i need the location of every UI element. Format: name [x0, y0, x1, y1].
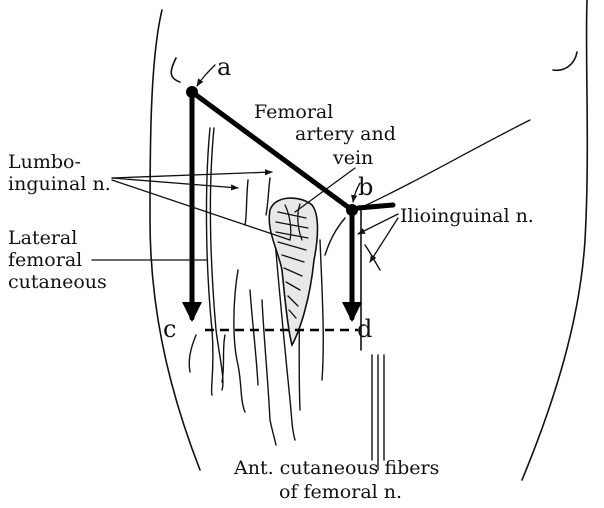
lateral-label-line1: Lateral: [8, 227, 77, 249]
ilioinguinal-label: Ilioinguinal n.: [400, 205, 534, 227]
body-outline: [150, 0, 587, 480]
ant-label-line2: of femoral n.: [279, 481, 402, 503]
point-b-dot: [346, 204, 358, 216]
lumbo-label-line1: Lumbo-: [8, 151, 81, 173]
lateral-label-line2: femoral: [8, 249, 82, 271]
point-a-label: a: [217, 53, 231, 81]
pointer-a: [197, 65, 215, 86]
ant-label-line1: Ant. cutaneous fibers: [233, 457, 439, 479]
femoral-vessel: [269, 198, 317, 345]
femoral-label-line1: Femoral: [254, 101, 333, 123]
lumbo-pointers: [112, 172, 290, 240]
ilioinguinal-bar: [358, 205, 393, 208]
point-a-dot: [186, 86, 198, 98]
ilioinguinal-pointers: [358, 214, 398, 262]
point-b-label: b: [358, 173, 373, 201]
femoral-label-line3: vein: [332, 147, 373, 169]
point-d-label: d: [357, 315, 372, 343]
point-c-label: c: [163, 315, 176, 343]
lateral-label-line3: cutaneous: [8, 271, 107, 293]
lumbo-label-line2: inguinal n.: [8, 173, 111, 195]
femoral-label-line2: artery and: [295, 123, 396, 145]
